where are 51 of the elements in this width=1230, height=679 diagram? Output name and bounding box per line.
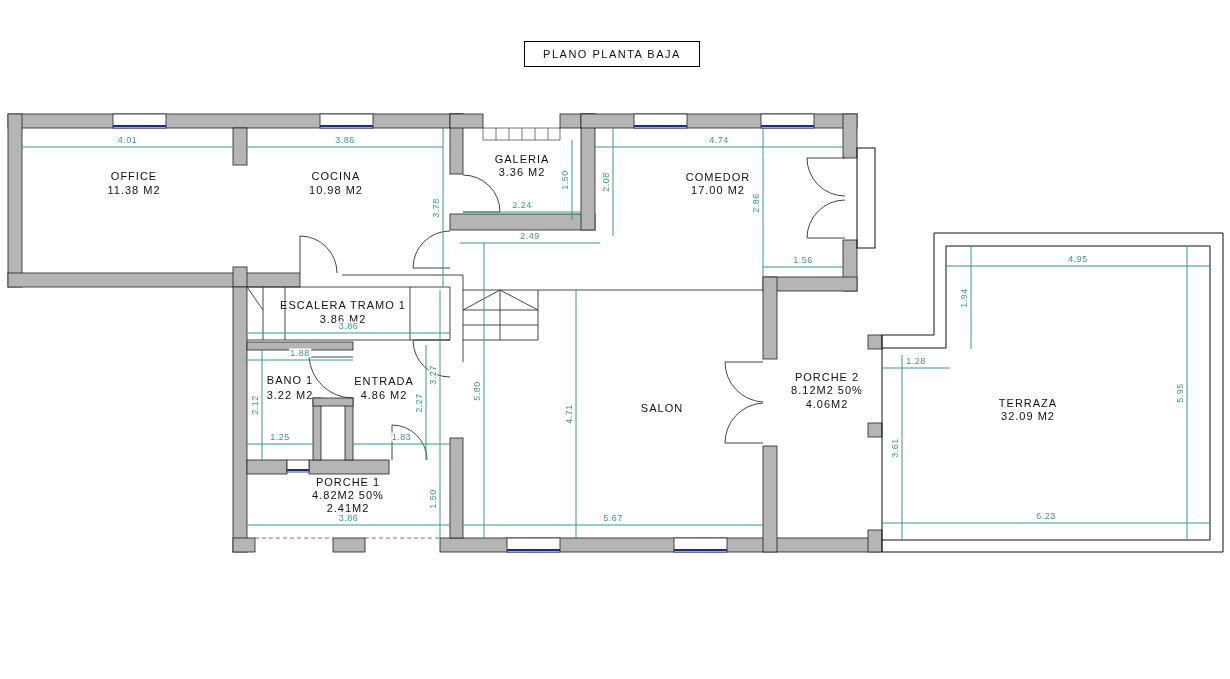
dimension-value: 1.94 (959, 286, 969, 309)
room-label: GALERIA (493, 153, 551, 165)
room-label: 32.09 M2 (1000, 410, 1056, 422)
dimension-value: 4.01 (116, 135, 139, 145)
dimension-value: 1.56 (792, 255, 814, 265)
dimension-value: 1.50 (428, 488, 438, 510)
dimension-value: 4.71 (564, 403, 574, 425)
dimension-value: 3.61 (890, 436, 900, 459)
dimension-value: 1.25 (269, 432, 291, 442)
room-label: COCINA (310, 170, 362, 182)
dimension-value: 2.08 (601, 171, 611, 193)
dimension-value: 2.86 (751, 191, 761, 214)
dimension-value: 5.80 (472, 379, 482, 402)
dimension-value: 4.74 (708, 135, 730, 145)
room-label: BANO 1 (265, 374, 315, 386)
room-label: OFFICE (109, 170, 159, 182)
room-label: ESCALERA TRAMO 1 (279, 299, 407, 311)
dimension-value: 3.86 (337, 321, 360, 331)
dimension-value: 4.95 (1067, 254, 1089, 264)
room-label: 4.06M2 (804, 398, 850, 410)
title-box: PLANO PLANTA BAJA (524, 41, 700, 67)
dimension-value: 2.49 (519, 231, 541, 241)
room-label: 17.00 M2 (690, 184, 746, 196)
dimension-value: 5.67 (602, 513, 624, 523)
room-label: PORCHE 2 (793, 371, 861, 383)
dimension-value: 1.28 (905, 356, 927, 366)
room-label: PORCHE 1 (314, 476, 382, 488)
room-label: 10.98 M2 (308, 184, 364, 196)
dimension-value: 3.78 (431, 196, 441, 219)
room-label: 2.41M2 (325, 502, 371, 514)
room-label: TERRAZA (997, 397, 1059, 409)
dimension-value: 1.83 (390, 432, 413, 442)
room-label: 3.22 M2 (265, 389, 315, 401)
dimension-value: 3.27 (428, 364, 438, 386)
room-label: ENTRADA (353, 375, 415, 387)
room-label: SALON (639, 402, 685, 414)
dimension-value: 2.27 (414, 391, 424, 414)
room-label: 4.86 M2 (359, 389, 409, 401)
dimension-value: 5.95 (1175, 382, 1185, 404)
room-label: 8.12M2 50% (790, 384, 864, 396)
dimension-value: 2.12 (250, 394, 260, 416)
dimension-value: 1.88 (289, 348, 311, 358)
room-label: COMEDOR (684, 171, 752, 183)
room-label: 3.36 M2 (497, 166, 547, 178)
dimension-value: 2.24 (511, 200, 533, 210)
dimension-value: 6.23 (1035, 511, 1057, 521)
dimension-value: 3.86 (337, 513, 360, 523)
dimension-value: 3.86 (334, 135, 356, 145)
room-label: 11.38 M2 (106, 184, 162, 196)
dimension-value: 1.50 (560, 169, 570, 191)
room-label: 4.82M2 50% (311, 489, 385, 501)
